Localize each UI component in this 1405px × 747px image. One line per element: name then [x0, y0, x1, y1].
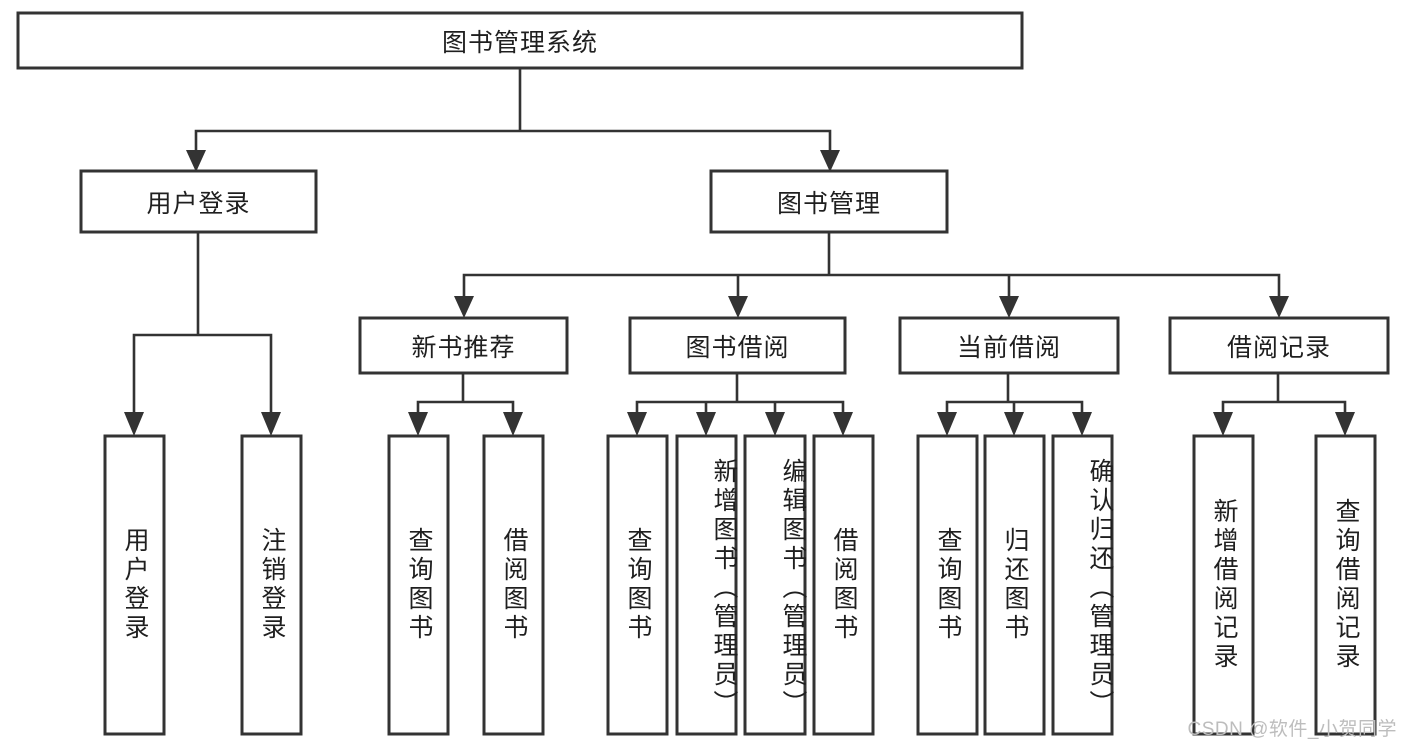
- leaf-box-book-borrow-2[interactable]: [743, 434, 807, 736]
- leaf-box-book-borrow-1[interactable]: [675, 434, 738, 736]
- leaf-box-user-login-1[interactable]: [240, 434, 303, 736]
- connector-newbook-to-leaves: [408, 371, 523, 436]
- leaf-box-current-borrow-1[interactable]: [983, 434, 1046, 736]
- connector-bookborrow-to-leaves: [627, 371, 853, 436]
- connector-currentborrow-to-leaves: [937, 371, 1092, 436]
- leaf-box-new-book-1[interactable]: [482, 434, 545, 736]
- leaf-box-current-borrow-0[interactable]: [916, 434, 979, 736]
- node-box-borrow-record[interactable]: [1168, 316, 1390, 375]
- leaf-box-current-borrow-2[interactable]: [1051, 434, 1114, 736]
- leaf-box-user-login-0[interactable]: [103, 434, 166, 736]
- node-box-user-login[interactable]: [79, 169, 318, 234]
- leaf-box-book-borrow-3[interactable]: [812, 434, 875, 736]
- connector-borrowrecord-to-leaves: [1213, 371, 1355, 436]
- node-box-book-management[interactable]: [709, 169, 949, 234]
- node-box-root[interactable]: [16, 11, 1024, 70]
- leaf-box-new-book-0[interactable]: [387, 434, 450, 736]
- leaf-box-borrow-record-1[interactable]: [1314, 434, 1377, 736]
- connector-bookmgmt-to-level3: [454, 230, 1289, 318]
- connector-root-to-level2: [186, 66, 840, 172]
- connector-userlogin-to-leaves: [124, 230, 281, 436]
- csdn-watermark: CSDN @软件_小贺同学: [1187, 719, 1397, 740]
- leaf-box-borrow-record-0[interactable]: [1192, 434, 1255, 736]
- node-box-current-borrow[interactable]: [898, 316, 1120, 375]
- node-box-book-borrow[interactable]: [628, 316, 847, 375]
- node-box-new-book-recommend[interactable]: [358, 316, 569, 375]
- leaf-box-book-borrow-0[interactable]: [606, 434, 669, 736]
